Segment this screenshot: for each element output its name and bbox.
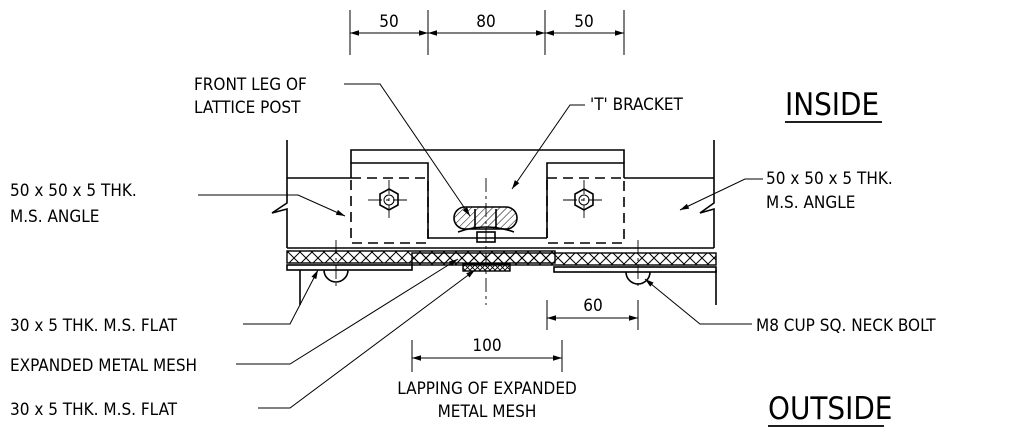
label-bolt: M8 CUP SQ. NECK BOLT xyxy=(756,316,936,336)
dim-top-left: 50 xyxy=(379,12,398,32)
label-t-bracket: 'T' BRACKET xyxy=(590,95,684,115)
left-ms-angle xyxy=(350,162,429,244)
label-flat-lower: 30 x 5 THK. M.S. FLAT xyxy=(10,400,178,420)
label-right-angle-line1: 50 x 50 x 5 THK. xyxy=(766,169,893,189)
dim-lapping-length: 100 xyxy=(472,336,501,356)
heading-outside: OUTSIDE xyxy=(768,391,892,427)
right-ms-angle xyxy=(546,162,625,244)
lower-dimensions: 60 100 xyxy=(411,296,639,372)
dim-top-middle: 80 xyxy=(476,12,495,32)
top-dimension-chain: 50 80 50 xyxy=(349,10,625,55)
leader-lines xyxy=(198,83,763,409)
label-front-leg-line2: LATTICE POST xyxy=(194,98,301,118)
label-lapping-line1: LAPPING OF EXPANDED xyxy=(397,379,577,399)
label-left-angle-line2: M.S. ANGLE xyxy=(10,207,99,227)
annotation-labels: FRONT LEG OF LATTICE POST 'T' BRACKET 50… xyxy=(10,75,936,422)
dim-top-right: 50 xyxy=(574,12,593,32)
label-front-leg-line1: FRONT LEG OF xyxy=(194,75,307,95)
label-left-angle-line1: 50 x 50 x 5 THK. xyxy=(10,181,137,201)
mesh-layer xyxy=(286,250,717,266)
label-flat-upper: 30 x 5 THK. M.S. FLAT xyxy=(10,316,178,336)
cup-neck-bolts xyxy=(323,240,651,290)
label-lapping-line2: METAL MESH xyxy=(438,402,537,422)
lattice-post-leg xyxy=(453,206,518,243)
heading-inside: INSIDE xyxy=(785,87,879,123)
ms-flats xyxy=(286,263,717,273)
dim-bolt-spacing: 60 xyxy=(583,296,602,316)
label-right-angle-line2: M.S. ANGLE xyxy=(766,193,855,213)
label-mesh: EXPANDED METAL MESH xyxy=(10,356,197,376)
outer-frame xyxy=(271,140,717,305)
side-headings: INSIDE OUTSIDE xyxy=(768,87,892,427)
